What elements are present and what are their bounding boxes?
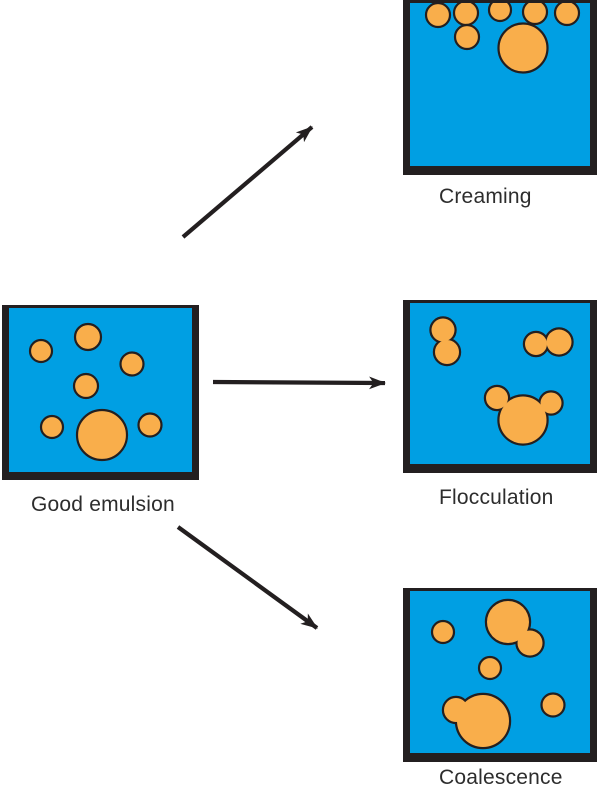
coalescence-droplets — [430, 598, 566, 750]
coalescence-left-wall — [403, 588, 410, 762]
droplet — [119, 351, 145, 377]
droplet — [424, 3, 452, 29]
good-emulsion-right-wall — [192, 305, 199, 480]
creaming-bottom-wall — [403, 166, 597, 175]
coalescence-right-wall — [590, 588, 597, 762]
droplet — [444, 698, 468, 722]
flocculation-right-wall — [590, 300, 597, 473]
good-emulsion-box — [2, 305, 199, 480]
flocculation-surface-line — [403, 300, 597, 303]
flocculation-left-wall — [403, 300, 410, 473]
label-creaming: Creaming — [439, 185, 532, 208]
creaming-liquid — [410, 3, 590, 166]
creaming-right-wall — [590, 0, 597, 175]
droplet — [431, 318, 455, 342]
creaming-left-wall — [403, 0, 410, 175]
label-coalescence: Coalescence — [439, 766, 563, 788]
good-emulsion-left-wall — [2, 305, 9, 480]
arrow-to-flocculation — [212, 376, 387, 390]
droplet — [457, 695, 509, 747]
arrow-to-coalescence — [176, 525, 319, 630]
droplet — [487, 3, 513, 23]
droplet — [521, 3, 549, 26]
droplet — [487, 601, 529, 643]
creaming-box — [403, 0, 597, 175]
droplet — [540, 692, 566, 718]
creaming-droplets — [424, 3, 581, 74]
droplet — [497, 22, 549, 74]
droplet — [75, 408, 129, 462]
good-emulsion-bottom-wall — [2, 472, 199, 480]
coalescence-surface-line — [403, 588, 597, 591]
label-good-emulsion: Good emulsion — [31, 493, 175, 516]
droplet — [517, 630, 543, 656]
label-flocculation: Flocculation — [439, 486, 554, 509]
good-emulsion-surface-line — [2, 305, 199, 308]
flocculation-droplets — [429, 316, 574, 446]
droplet — [499, 396, 547, 444]
flocculation-box — [403, 300, 597, 473]
droplet — [486, 387, 508, 409]
arrow-to-creaming — [181, 125, 314, 239]
droplet — [540, 392, 562, 414]
flocculation-bottom-wall — [403, 464, 597, 473]
droplet — [553, 3, 581, 27]
droplet — [430, 619, 456, 645]
droplet — [525, 333, 547, 355]
droplet — [452, 3, 480, 27]
coalescence-bottom-wall — [403, 753, 597, 762]
droplet — [72, 372, 100, 400]
droplet — [73, 322, 103, 352]
droplet — [477, 655, 503, 681]
droplet — [435, 340, 459, 364]
droplet — [39, 414, 65, 440]
droplet — [546, 329, 572, 355]
droplet — [453, 23, 481, 51]
creaming-surface-line — [403, 0, 597, 3]
droplet — [28, 338, 54, 364]
droplet — [137, 412, 163, 438]
coalescence-box — [403, 588, 597, 762]
good-emulsion-droplets — [28, 322, 163, 462]
